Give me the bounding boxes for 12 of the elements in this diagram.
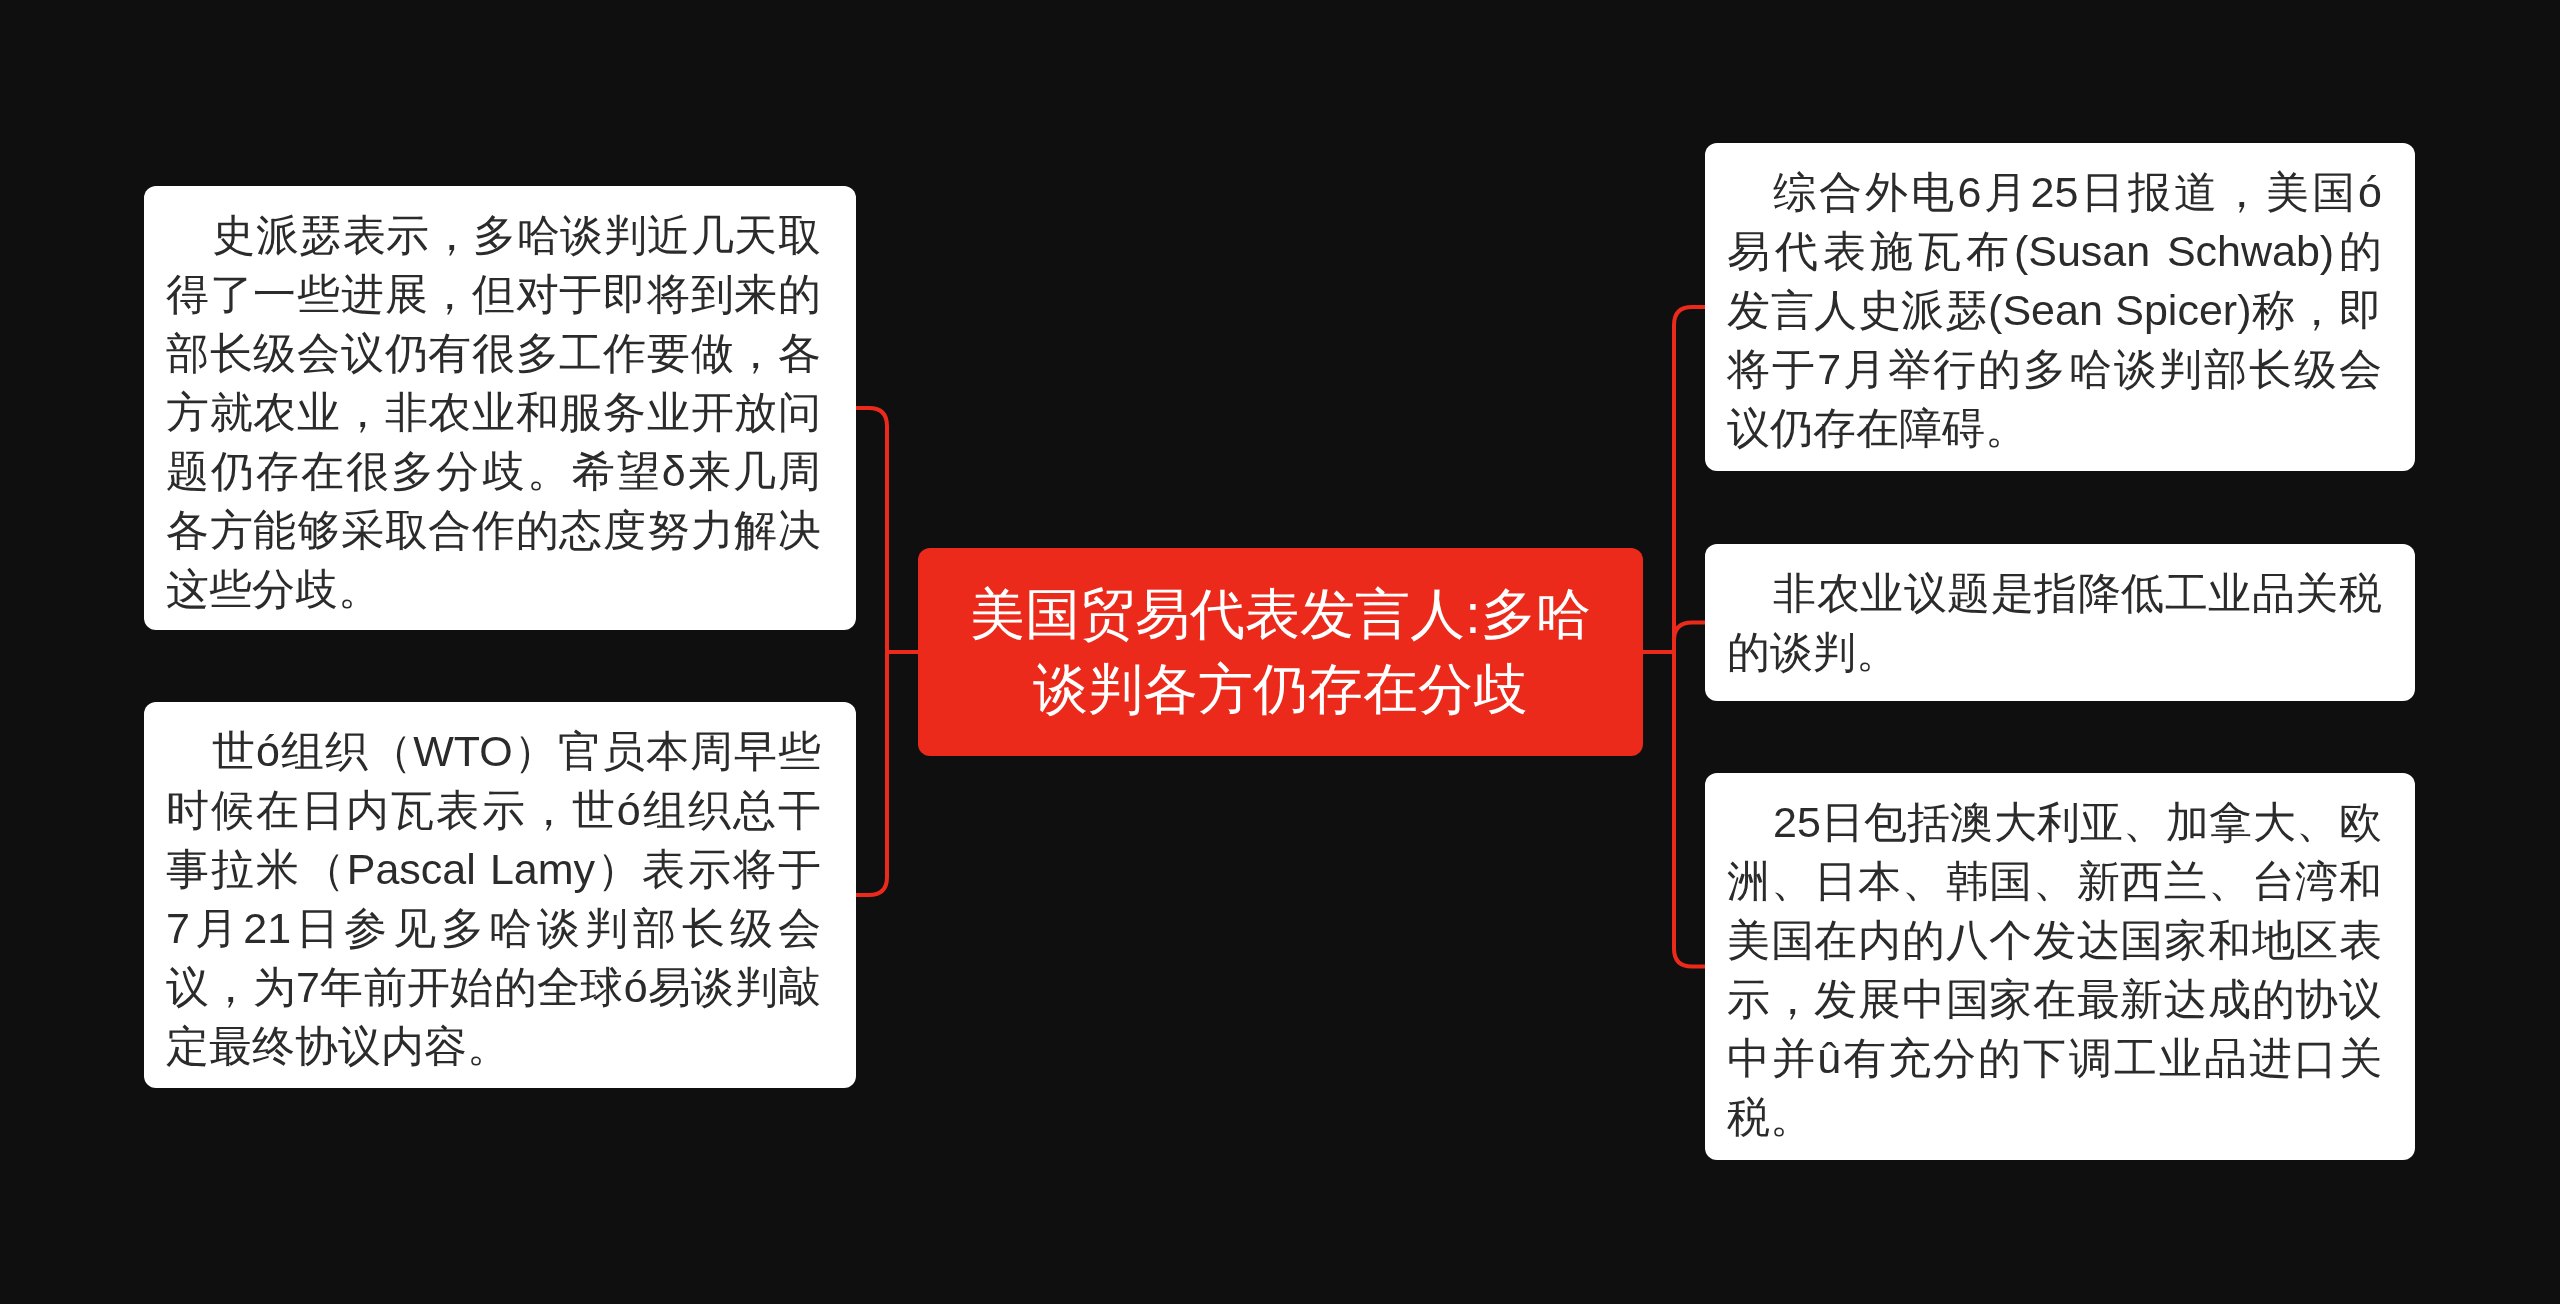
note-text: 综合外电6月25日报道，美国ó易代表施瓦布(Susan Schwab)的发言人史派瑟(Sean Spicer)称，即将于7月举行的多哈谈判部长级会议仍存在障碍。 (1727, 167, 2382, 454)
note-card (1705, 544, 2415, 701)
note-text: 世ó组织（WTO）官员本周早些时候在日内瓦表示，世ó组织总干事拉米（Pascal Lamy）表示将于7月21日参见多哈谈判部长级会议，为7年前开始的全球ó易谈判敲定最终协议内容。 (166, 726, 821, 1072)
note-card (144, 186, 856, 630)
topic-box (918, 548, 1643, 756)
note-card (1705, 143, 2415, 471)
note-text: 史派瑟表示，多哈谈判近几天取得了一些进展，但对于即将到来的部长级会议仍有很多工作要做，各方就农业，非农业和服务业开放问题仍存在很多分歧。希望δ来几周各方能够采取合作的态度努力解决这些分歧。 (166, 210, 821, 615)
topic-text: 美国贸易代表发言人:多哈谈判各方仍存在分歧 (969, 582, 1592, 722)
note-text: 25日包括澳大利亚、加拿大、欧洲、日本、韩国、新西兰、台湾和美国在内的八个发达国家和地区表示，发展中国家在最新达成的协议中并û有充分的下调工业品进口关税。 (1727, 797, 2382, 1143)
note-card (1705, 773, 2415, 1160)
note-card (144, 702, 856, 1088)
note-text: 非农业议题是指降低工业品关税的谈判。 (1727, 568, 2382, 678)
